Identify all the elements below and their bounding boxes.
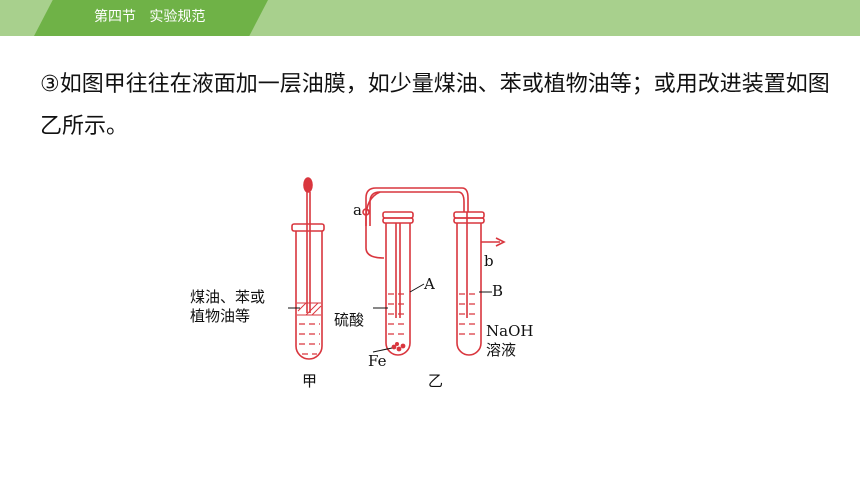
tube-A-stopper-bottom [382,217,414,224]
outlet-b-arrow [495,237,506,247]
label-naoh: NaOH [486,322,533,340]
yi-label-leaders [372,283,492,353]
clamp-a [362,208,370,216]
tube-A-stopper-top [382,211,414,219]
fe-particles [391,342,406,352]
tube-B-stopper-top [453,211,485,219]
oil-layer [297,302,322,316]
connect-tube-outer [365,187,469,226]
label-b: b [484,252,494,270]
tube-A [385,223,411,356]
yi-caption: 乙 [428,372,443,390]
tube-B-stopper-bottom [453,217,485,224]
header-bar: 第四节 实验规范 [0,0,860,36]
label-acid: 硫酸 [334,311,364,329]
label-a: a [353,201,362,219]
jia-liquid [299,323,320,355]
label-fe: Fe [368,352,387,370]
jia-label-line1: 煤油、苯或 [190,288,265,306]
tube-B [456,223,482,356]
jia-stopper [291,223,325,232]
jia-caption: 甲 [302,372,317,390]
tube-A-liquid [388,293,408,335]
tube-B-liquid [459,293,479,335]
jia-label-line2: 植物油等 [190,307,250,325]
jia-test-tube [295,231,323,360]
body-paragraph: ③如图甲往往在液面加一层油膜，如少量煤油、苯或植物油等；或用改进装置如图乙所示。 [40,72,830,139]
section-title: 第四节 实验规范 [94,9,206,25]
experiment-figure: 煤油、苯或 植物油等 甲 [170,168,560,398]
label-solution: 溶液 [486,341,516,359]
apparatus-yi [362,187,506,356]
header-tab [34,0,268,36]
connect-tube-inner [369,191,465,226]
dropper-bulb [303,177,313,193]
label-B: B [492,282,503,300]
apparatus-diagram: 煤油、苯或 植物油等 甲 [190,177,533,390]
label-A: A [423,275,435,293]
tube-a [365,191,385,259]
apparatus-jia [291,177,325,360]
